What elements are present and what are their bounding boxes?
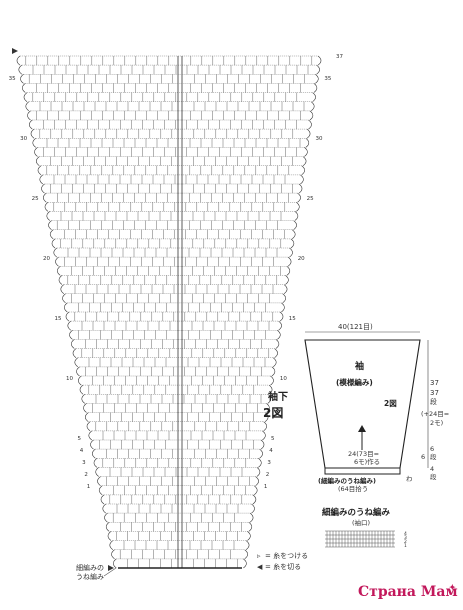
legend-cut-text: = 糸を切る [265, 562, 301, 571]
legend-cut-symbol: ◀ [257, 563, 263, 571]
increase-label-2: 2モ) [430, 419, 443, 427]
bottom-count-label-2: 6モ)作る [354, 457, 380, 466]
chart-row-number-right: 30 [316, 136, 323, 142]
ribbon-rows-1: 6 [430, 445, 434, 453]
legend: ▹ = 糸をつける ◀ = 糸を切る [257, 551, 308, 571]
chart-side-loops [16, 55, 322, 569]
chart-row-number-left: 10 [66, 376, 73, 382]
bottom-stitch-label-1: 細編みの [76, 563, 104, 572]
sleeve-under-label: 袖下 [267, 390, 288, 403]
chart-row-number-right: 25 [307, 196, 314, 202]
chart-row-number-right: 20 [298, 256, 305, 262]
chart-row-number-left: 1 [87, 484, 91, 490]
crochet-chart [12, 48, 322, 571]
cuff-subtitle: (袖口) [352, 518, 370, 527]
chart-row-number-right: 35 [324, 76, 331, 82]
chart-row-number-right: 4 [269, 448, 273, 454]
ribbon-rows-2: 4 [430, 465, 434, 473]
figure-number-label: 2図 [263, 406, 283, 420]
cuff-row-number: 1 [404, 543, 407, 549]
sleeve-schematic: 40(121目) 袖 (模様編み) 2図 24(73目= 6モ)作る (細編みの… [304, 323, 449, 493]
chart-row-number-right: 3 [267, 460, 271, 466]
watermark-logo: Страна Мам [358, 584, 458, 600]
chart-row-number-right: 1 [264, 484, 268, 490]
cuff-grid [325, 530, 395, 548]
watermark-star: ✦ [449, 582, 456, 592]
chart-row-number-right: 10 [280, 376, 287, 382]
chart-row-number-left: 30 [20, 136, 27, 142]
bottom-band-label: (細編みのうね編み) [318, 476, 376, 485]
chart-row-number-right: 5 [271, 436, 275, 442]
chart-row-lines [20, 55, 318, 569]
chart-row-number-left: 35 [9, 76, 16, 82]
legend-join-symbol: ▹ [257, 552, 261, 560]
cuff-grid-lines [325, 530, 395, 548]
chart-center-line [177, 56, 183, 568]
legend-join-text: = 糸をつける [265, 551, 308, 560]
chart-row-number-left: 20 [43, 256, 50, 262]
chart-stitch-columns [25, 56, 313, 568]
chart-row-number-left: 2 [84, 472, 88, 478]
direction-arrow-head [358, 425, 366, 432]
chart-row-number-left: 4 [80, 448, 84, 454]
schematic-pattern: (模様編み) [336, 377, 373, 387]
chart-row-number-left: 3 [82, 460, 86, 466]
top-width-label: 40(121目) [338, 323, 373, 331]
height-unit: 段 [430, 397, 437, 406]
bottom-count-label: 24(73目= [348, 450, 379, 458]
bottom-stitch-label-2: うね編み [76, 572, 104, 581]
increase-label: (+24目= [421, 410, 449, 418]
bottom-band-count: (64目拾う [338, 484, 368, 493]
ring-label: わ [406, 475, 413, 483]
chart-row-number-left: 15 [55, 316, 62, 322]
cuff-row-number: 4 [404, 531, 407, 537]
chart-row-number-left: 25 [32, 196, 39, 202]
chart-row-number-top: 37 [336, 54, 343, 60]
bottom-stitch-leader [103, 567, 117, 577]
chart-start-marker [12, 48, 18, 54]
cuff-row-number: 3 [404, 535, 407, 541]
height-value-1: 37 [430, 379, 439, 387]
chart-row-number-right: 15 [289, 316, 296, 322]
chart-bottom-marker [108, 565, 114, 571]
schematic-title: 袖 [354, 360, 364, 372]
schematic-figure: 2図 [384, 399, 397, 408]
chart-row-number-left: 5 [78, 436, 82, 442]
cuff-title: 細編みのうね編み [322, 507, 391, 518]
cuff-row-number: 2 [404, 539, 407, 545]
chart-row-labels: 35 35 30 30 25 25 20 20 15 15 10 10 5 5 4 4 3 3 2 2 1 1 37 [9, 54, 344, 490]
ribbon-unit-1: 段 [430, 452, 437, 461]
side-rows: 6 [421, 453, 425, 461]
cuff-band-outline [324, 467, 401, 475]
chart-row-number-right: 2 [266, 472, 270, 478]
ribbon-unit-2: 段 [430, 472, 437, 481]
height-value-2: 37 [430, 389, 439, 397]
